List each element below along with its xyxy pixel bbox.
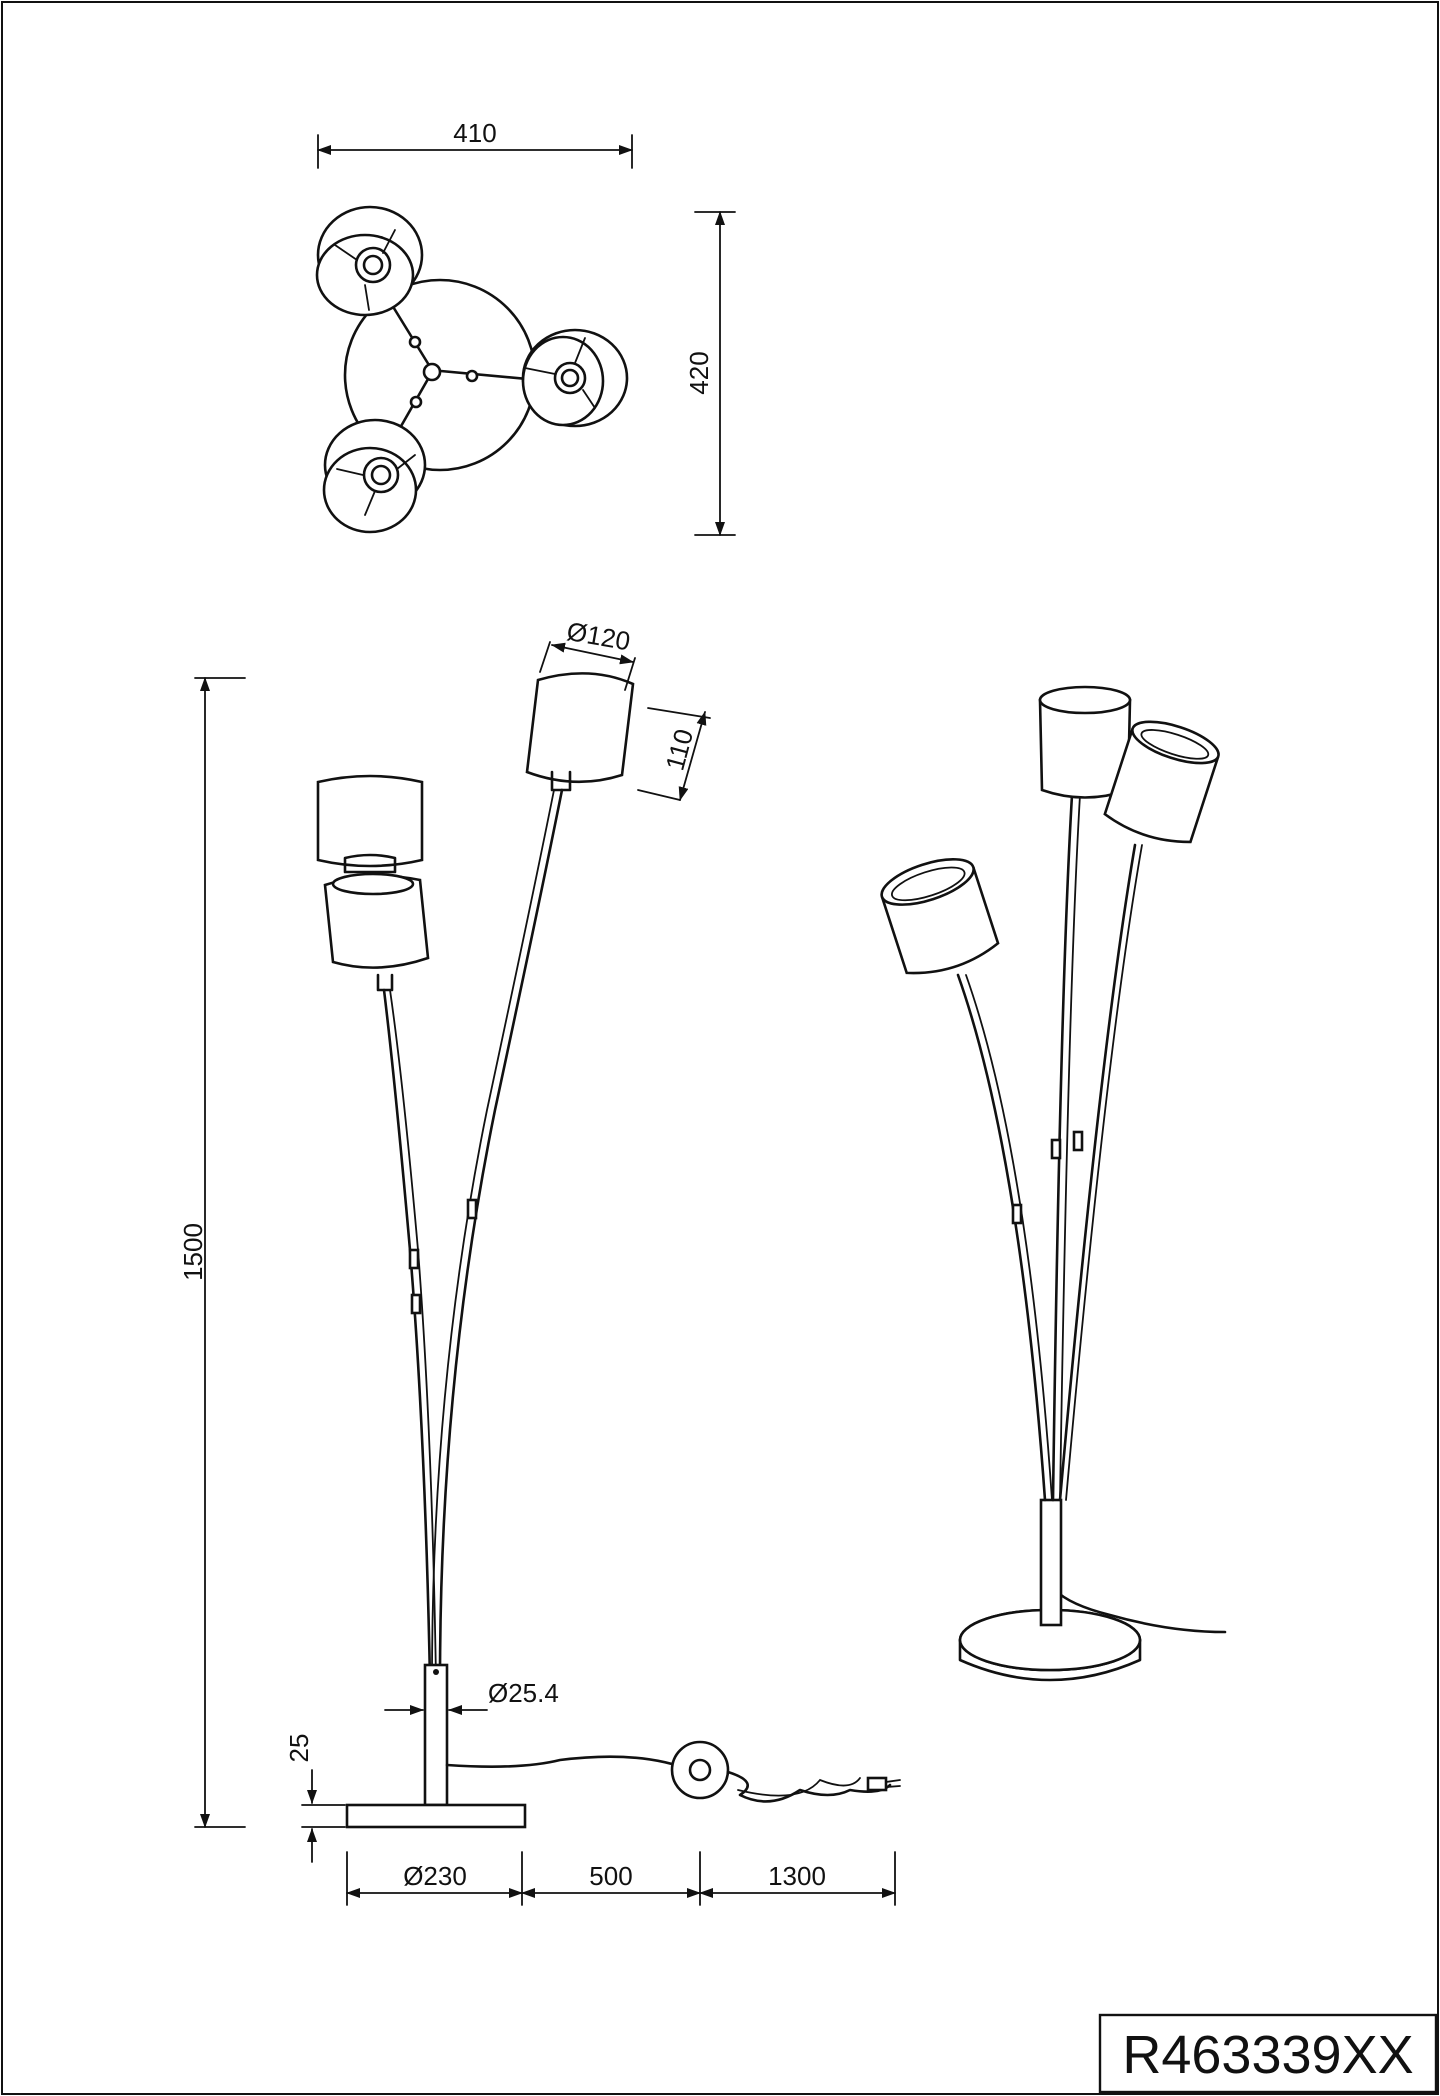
- dim-cable-to-plug: 1300: [768, 1861, 826, 1891]
- perspective-view: [880, 685, 1227, 1682]
- dim-top-depth: 420: [684, 351, 714, 394]
- product-code: R463339XX: [1122, 2025, 1413, 2085]
- product-code-box: [1098, 2013, 1438, 2094]
- front-view: [194, 641, 901, 1906]
- dim-base-diameter: Ø230: [403, 1861, 467, 1891]
- dim-base-height: 25: [284, 1734, 314, 1763]
- dim-pole-diameter: Ø25.4: [488, 1678, 559, 1708]
- dim-cable-to-switch: 500: [589, 1861, 632, 1891]
- dim-shade-height: 110: [659, 726, 699, 774]
- dim-top-width: 410: [453, 118, 496, 148]
- top-view: [315, 134, 736, 536]
- dim-total-height: 1500: [178, 1223, 208, 1281]
